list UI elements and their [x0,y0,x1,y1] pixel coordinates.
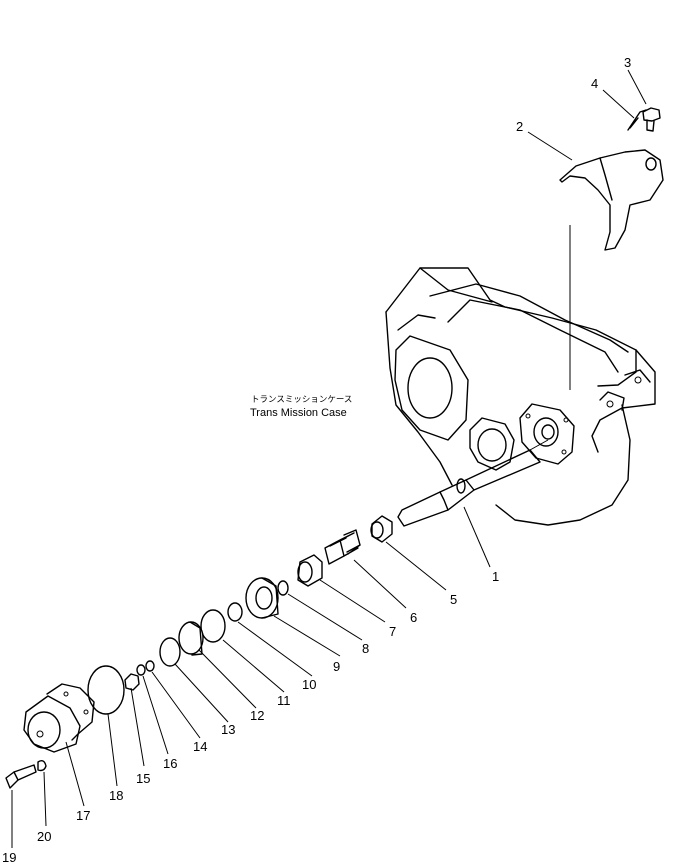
callout-2: 2 [516,119,523,134]
transmission-case [385,267,656,526]
collar-5 [370,515,393,543]
case-caption-japanese: トランスミッションケース [251,394,352,404]
ring-10 [227,602,243,622]
callout-13: 13 [221,722,235,737]
plate-12 [178,621,204,656]
piston-9 [245,577,279,619]
spring-6 [324,529,361,565]
callout-10: 10 [302,677,316,692]
callout-12: 12 [250,708,264,723]
callout-4: 4 [591,76,598,91]
o-ring-8 [277,580,289,596]
ring-15 [136,664,146,676]
callout-11: 11 [277,693,291,708]
callout-7: 7 [389,624,396,639]
callout-16: 16 [163,756,177,771]
callout-3: 3 [624,55,631,70]
o-ring-13 [159,637,181,667]
case-caption-english: Trans Mission Case [250,407,347,419]
washer-14 [145,660,155,672]
callout-5: 5 [450,592,457,607]
callout-6: 6 [410,610,417,625]
o-ring-18 [87,665,125,715]
callout-8: 8 [362,641,369,656]
shift-shaft [397,439,549,527]
callout-20: 20 [37,829,51,844]
o-ring-11 [200,609,226,643]
callout-14: 14 [193,739,207,754]
callout-19: 19 [2,850,16,864]
callout-17: 17 [76,808,90,823]
piston-7 [297,554,323,587]
end-cover [23,683,95,753]
callout-1: 1 [492,569,499,584]
lock-wire [627,109,647,131]
lock-bolt [642,107,661,132]
callout-15: 15 [136,771,150,786]
nut-16 [124,673,140,691]
callout-9: 9 [333,659,340,674]
callout-18: 18 [109,788,123,803]
leader-lines [11,69,647,848]
bolt-19 [5,764,37,789]
washer-20 [37,759,47,772]
shift-fork [559,149,664,251]
